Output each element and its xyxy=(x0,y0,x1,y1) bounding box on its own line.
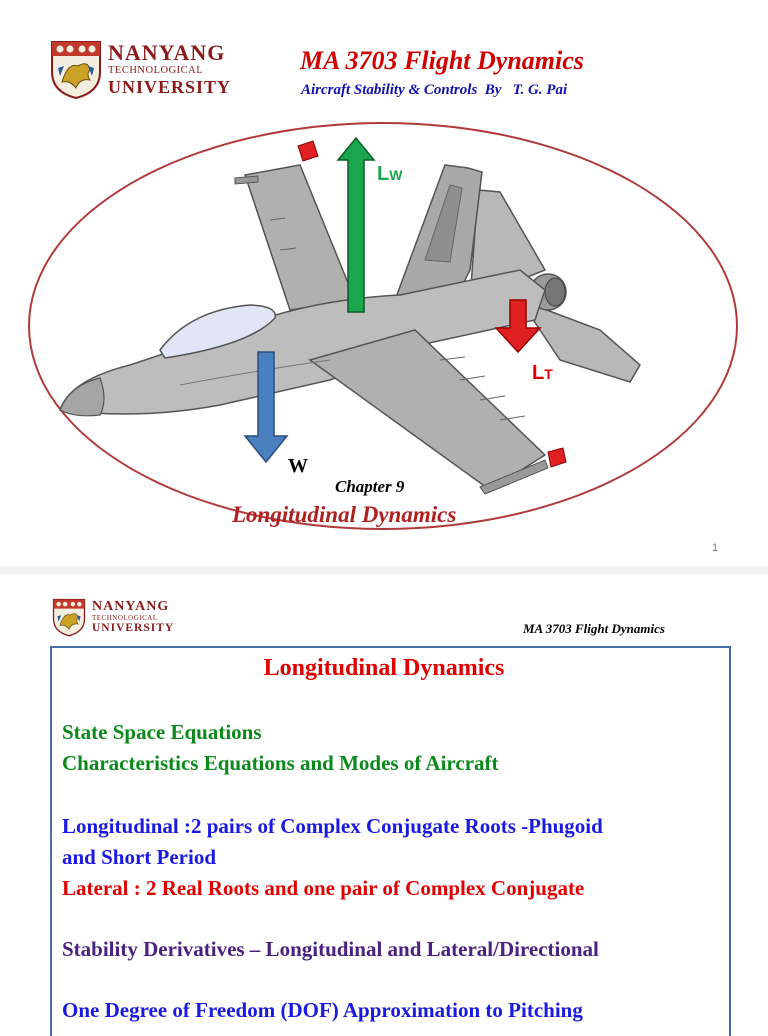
wing-lift-label: LW xyxy=(377,163,403,185)
tail-lift-label: LT xyxy=(532,362,553,384)
topic-characteristic-equations: Characteristics Equations and Modes of A… xyxy=(62,751,499,775)
tail-lift-arrow-icon xyxy=(494,299,542,354)
title-ellipse xyxy=(28,122,738,530)
ntu-logo: NANYANG TECHNOLOGICAL UNIVERSITY xyxy=(52,597,174,637)
logo-line-technological: TECHNOLOGICAL xyxy=(92,613,158,622)
overview-slide: NANYANG TECHNOLOGICAL UNIVERSITY MA 3703… xyxy=(0,575,768,1036)
ntu-logo: NANYANG TECHNOLOGICAL UNIVERSITY xyxy=(50,38,231,100)
wing-lift-arrow-icon xyxy=(336,136,376,313)
slide-header: MA 3703 Flight Dynamics xyxy=(523,621,665,636)
topic-stability-derivatives: Stability Derivatives – Longitudinal and… xyxy=(62,937,599,961)
logo-line-nanyang: NANYANG xyxy=(92,598,170,614)
weight-arrow-icon xyxy=(243,351,289,464)
title-slide: NANYANG TECHNOLOGICAL UNIVERSITY MA 3703… xyxy=(28,38,738,554)
topic-lateral-roots: Lateral : 2 Real Roots and one pair of C… xyxy=(62,876,585,900)
logo-text: NANYANG TECHNOLOGICAL UNIVERSITY xyxy=(92,598,175,635)
ntu-crest-icon xyxy=(51,41,101,100)
chapter-number: Chapter 9 xyxy=(335,477,405,496)
logo-text: NANYANG TECHNOLOGICAL UNIVERSITY xyxy=(108,39,232,98)
course-subtitle: Aircraft Stability & Controls By T. G. P… xyxy=(301,82,568,98)
logo-line-university: UNIVERSITY xyxy=(92,621,175,634)
page-number: 1 xyxy=(712,542,719,554)
logo-line-university: UNIVERSITY xyxy=(108,77,232,98)
weight-label: W xyxy=(288,455,308,477)
topic-longitudinal-roots: Longitudinal :2 pairs of Complex Conjuga… xyxy=(62,814,603,838)
logo-line-technological: TECHNOLOGICAL xyxy=(108,64,204,76)
ntu-crest-icon xyxy=(52,598,86,637)
fighter-jet-illustration xyxy=(58,136,641,495)
topic-one-dof: One Degree of Freedom (DOF) Approximatio… xyxy=(62,998,583,1022)
logo-line-nanyang: NANYANG xyxy=(108,39,226,65)
content-box xyxy=(50,646,731,1036)
slide-divider xyxy=(0,566,768,574)
chapter-title: Longitudinal Dynamics xyxy=(232,502,457,527)
slide-title: Longitudinal Dynamics xyxy=(263,655,505,681)
topic-longitudinal-roots-cont: and Short Period xyxy=(62,845,217,869)
course-title: MA 3703 Flight Dynamics xyxy=(300,46,584,75)
topic-state-space: State Space Equations xyxy=(62,720,262,744)
